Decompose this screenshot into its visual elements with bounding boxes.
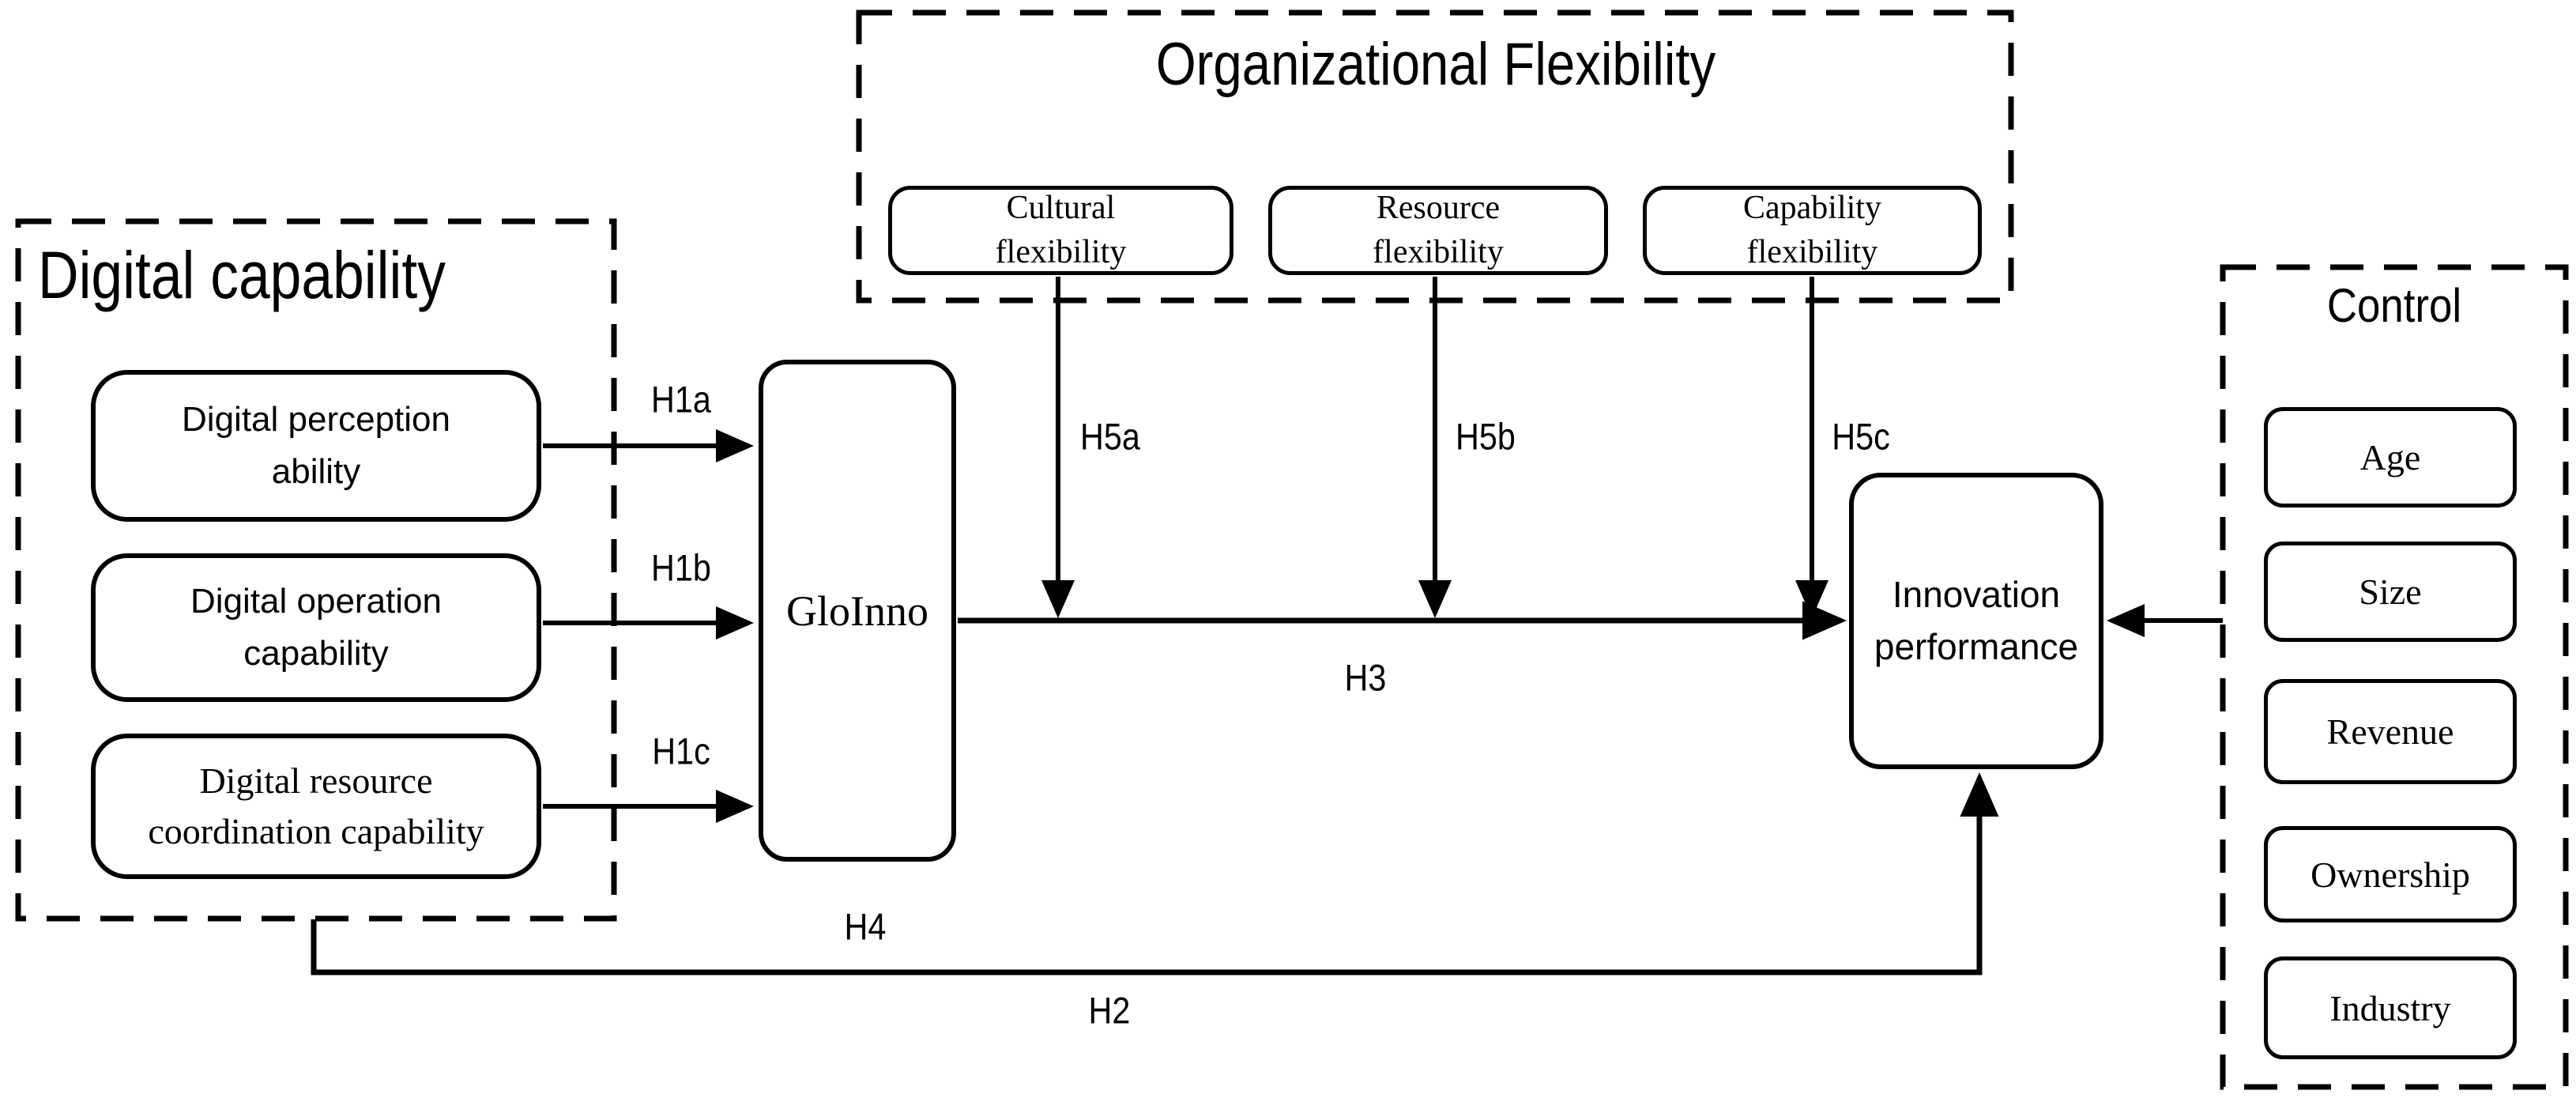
label-h1c: H1c [652, 730, 710, 772]
digital-capability-title: Digital capability [38, 238, 446, 312]
label-h4: H4 [844, 905, 887, 948]
control-revenue-box: Revenue [2264, 679, 2517, 784]
digital-capability-group-border [15, 218, 617, 922]
digital-perception-ability-box: Digital perception ability [91, 370, 541, 522]
capability-flexibility-box: Capability flexibility [1643, 186, 1982, 275]
gloinno-box: GloInno [759, 360, 956, 862]
label-h5b: H5b [1456, 415, 1516, 458]
control-age-box: Age [2264, 407, 2517, 507]
label-h1a: H1a [651, 378, 711, 421]
label-h1b: H1b [651, 546, 711, 589]
control-title: Control [2326, 279, 2462, 332]
control-ownership-box: Ownership [2264, 826, 2517, 923]
organizational-flexibility-title: Organizational Flexibility [1155, 31, 1716, 98]
control-industry-box: Industry [2264, 957, 2517, 1059]
label-h5c: H5c [1832, 415, 1890, 458]
resource-flexibility-box: Resource flexibility [1268, 186, 1608, 275]
digital-operation-capability-box: Digital operation capability [91, 553, 541, 702]
digital-resource-coordination-capability-box: Digital resource coordination capability [91, 734, 541, 879]
control-size-box: Size [2264, 541, 2517, 642]
arrow-h2 [311, 772, 1999, 975]
control-group-border [2220, 264, 2569, 1090]
cultural-flexibility-box: Cultural flexibility [888, 186, 1233, 275]
label-h2: H2 [1088, 989, 1131, 1032]
label-h3: H3 [1344, 656, 1387, 699]
innovation-performance-box: Innovation performance [1849, 473, 2103, 769]
label-h5a: H5a [1080, 415, 1140, 458]
